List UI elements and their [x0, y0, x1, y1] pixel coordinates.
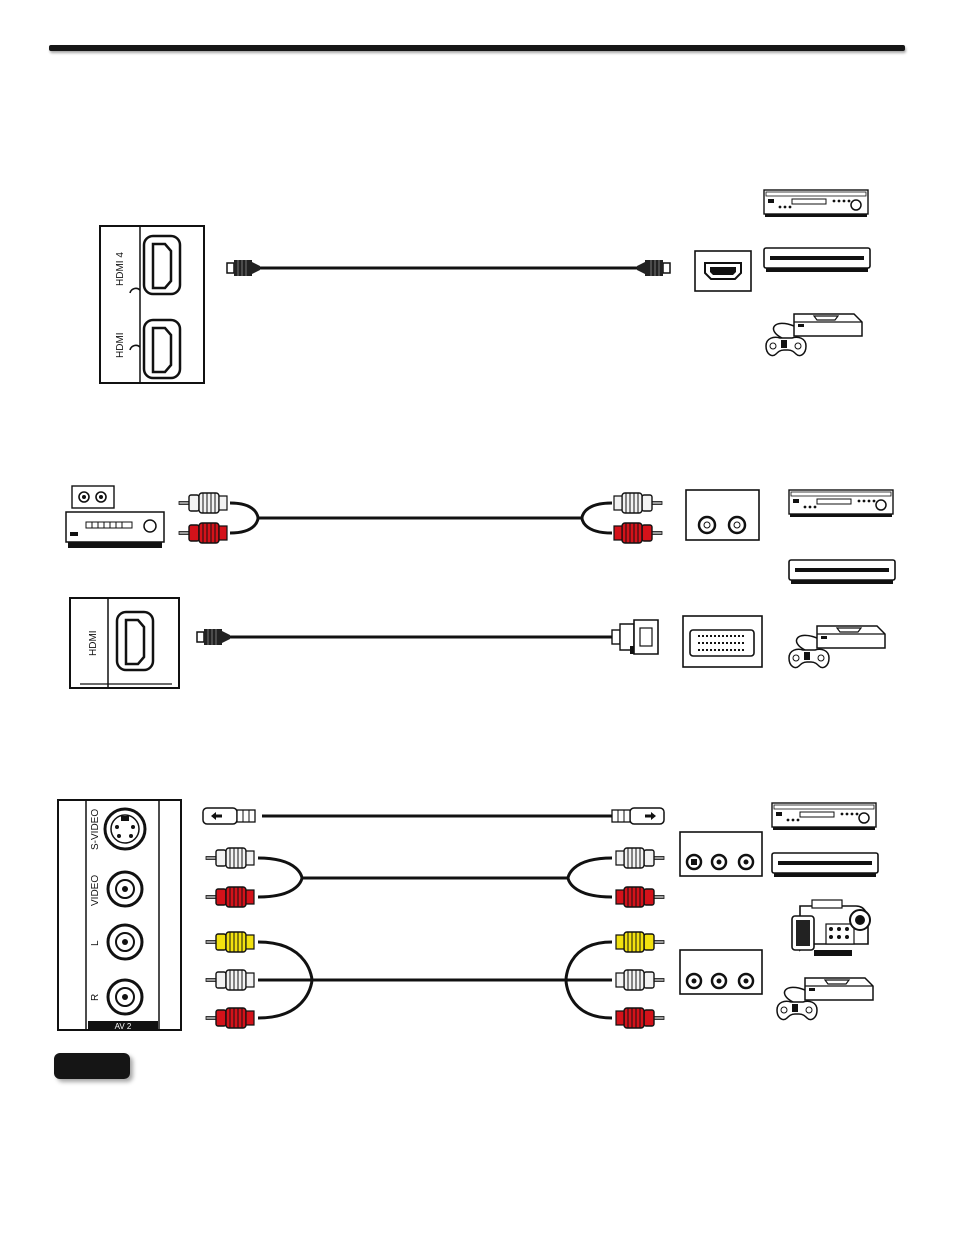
- port-label-svideo: S-VIDEO: [90, 809, 101, 850]
- hdmi-to-dvi-cable: [197, 620, 658, 654]
- av-section: S-VIDEO VIDEO L R AV 2: [58, 800, 878, 1031]
- tv-hdmi-panel: HDMI 4 HDMI: [100, 226, 204, 383]
- source-hdmi-port-panel: [695, 251, 751, 291]
- header-rule: [49, 45, 905, 51]
- rca-audio-cable: [179, 493, 662, 543]
- audio-receiver-icon: [66, 486, 164, 548]
- port-label-hdmi: HDMI: [115, 332, 126, 358]
- port-label-hdmi4: HDMI 4: [115, 252, 126, 286]
- game-console-icon: [789, 626, 885, 668]
- rca-audio-cable: [206, 848, 664, 907]
- dvd-player-icon: [764, 190, 868, 217]
- source-svideo-port-panel: [680, 832, 762, 876]
- hdmi-section: HDMI 4 HDMI: [100, 190, 870, 383]
- port-label-video: VIDEO: [90, 875, 101, 906]
- camcorder-icon: [792, 900, 870, 956]
- dvd-player-icon: [772, 803, 876, 830]
- tv-av-panel: S-VIDEO VIDEO L R AV 2: [58, 800, 181, 1031]
- dvd-player-icon: [789, 490, 893, 517]
- game-console-icon: [766, 314, 862, 356]
- hdmi-cable: [227, 260, 670, 276]
- port-label-left: L: [90, 940, 101, 946]
- tv-hdmi-panel-2: HDMI: [70, 598, 179, 688]
- set-top-box-icon: [789, 560, 895, 584]
- port-label-hdmi-2: HDMI: [88, 630, 99, 656]
- audio-dvi-section: HDMI: [66, 486, 895, 688]
- set-top-box-icon: [764, 248, 870, 272]
- panel-footer-av2: AV 2: [115, 1022, 132, 1031]
- port-label-right: R: [90, 994, 101, 1001]
- set-top-box-icon: [772, 853, 878, 877]
- game-console-icon: [777, 978, 873, 1020]
- s-video-cable: [203, 808, 664, 824]
- source-dvi-port-panel: [683, 616, 762, 667]
- composite-av-cable: [206, 932, 664, 1028]
- source-av-port-panel: [680, 950, 762, 994]
- source-audio-port-panel: [686, 490, 759, 540]
- note-badge: [54, 1053, 130, 1079]
